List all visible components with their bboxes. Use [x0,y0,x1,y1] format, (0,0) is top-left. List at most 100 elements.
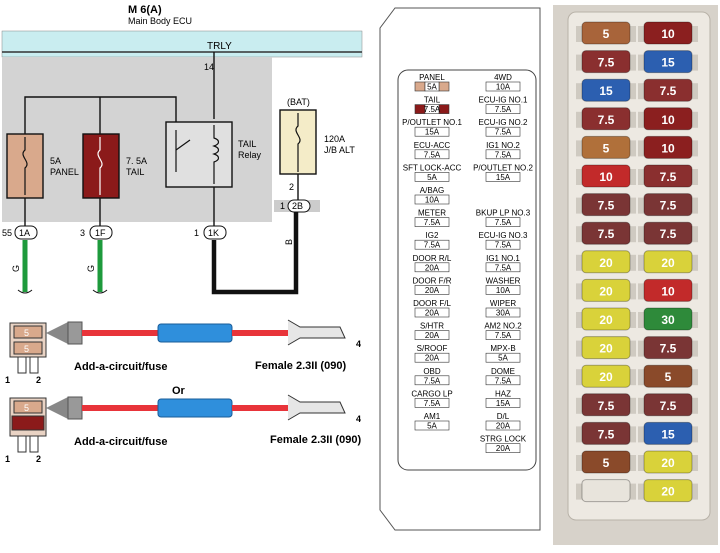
aac1-fuse-top: 5 [24,328,29,338]
photo-fuse [581,21,631,45]
fuse-name-right: DOME [491,367,515,376]
photo-fuse [643,193,693,217]
fuse-amp-left: 20A [425,309,440,318]
fuse-amp-right: 20A [496,422,511,431]
relay-pin-num: 1 [194,228,199,238]
fuse-slot-right [485,330,521,340]
fuse-amp-left: 7.5A [424,150,441,159]
fuse-amp-left: 5A [427,422,437,431]
fuse-slot-left [414,149,450,160]
photo-fuse [643,50,693,74]
fuse-amp-right: 7.5A [495,241,512,250]
fuse-name-left: AM1 [424,412,441,421]
fuse-name-left: S/HTR [420,322,444,331]
photo-fuse [643,278,693,302]
fuse-name-left: IG2 [426,231,439,240]
fuse-name-left: TAIL [424,96,441,105]
wiring-schematic: M 6(A) Main Body ECU TRLY 14 5A PANEL 1A… [1,4,363,295]
tail-relay: TAIL Relay [165,121,262,188]
bat-name: J/B ALT [324,145,355,155]
fuse-name-right: BKUP LP NO.3 [476,209,531,218]
fuse-name-right: AM2 NO.2 [484,322,522,331]
photo-fuse-label: 20 [599,284,613,298]
fuse-highlight-right-panel [438,81,450,92]
photo-fuse-label: 7.5 [660,342,677,356]
fuse-name-left: P/OUTLET NO.1 [402,118,462,127]
photo-fuse [643,393,693,417]
fuse-name-left: DOOR F/R [412,276,451,285]
bat-pin-num: 1 [280,201,285,211]
photo-fuse-label: 15 [661,56,675,70]
fuse-slot-right [485,375,521,386]
fuse-amp-right: 30A [496,309,511,318]
aac2-pin-4: 4 [356,414,361,424]
photo-fuse [643,479,693,503]
fuse-name-right: WIPER [490,299,516,308]
photo-fuse [643,250,693,274]
fuse-name-left: CARGO LP [411,389,452,398]
photo-fuse-label: 20 [599,370,613,384]
photo-fuse [581,135,631,159]
fuse-slot-right [485,104,521,114]
photo-fuse-label: 7.5 [660,399,677,413]
photo-fuse-label: 7.5 [598,227,615,241]
relay-label-2: Relay [238,150,262,160]
fuse-name-right: STRG LOCK [480,435,527,444]
aac1-fuse-bottom: 5 [24,344,29,354]
aac1-label: Add-a-circuit/fuse [74,361,168,373]
fuse-slot-left [414,398,450,408]
relay-label-1: TAIL [238,139,256,149]
fuse-name-left: DOOR F/L [413,299,451,308]
fuse-name-right: ECU-IG NO.3 [479,231,528,240]
fuse-amp-right: 15A [496,399,511,408]
fuse-name-left: METER [418,209,446,218]
photo-fuse-label: 5 [603,456,610,470]
fuse-amp-right: 7.5A [495,331,512,340]
photo-fuse-label: 15 [661,427,675,441]
photo-fuse [581,107,631,131]
fuse-slot-left [414,126,450,137]
photo-fuse [643,21,693,45]
fuse-slot-right [485,285,521,295]
aac1-pin-4: 4 [356,339,361,349]
aac1-pin-2: 2 [36,375,41,385]
photo-fuse [643,364,693,388]
fuse-slot-right [485,126,521,137]
fuse-name-right: WASHER [486,276,521,285]
photo-fuse-label: 7.5 [660,170,677,184]
photo-fuse-label: 20 [661,256,675,270]
photo-fuse-label: 7.5 [660,227,677,241]
photo-fuse-label: 7.5 [598,113,615,127]
bat-wire-color: B [284,239,294,245]
tail-pin-num: 3 [80,228,85,238]
fuse-slot-left [414,330,450,340]
photo-fuse [643,307,693,331]
photo-fuse [581,393,631,417]
fuse-amp-right: 15A [496,173,511,182]
fuse-slot-right [485,149,521,160]
fuse-name-right: MPX-B [490,344,515,353]
fuse-slot-right [485,81,521,92]
trly-label: TRLY [207,41,232,52]
photo-fuse [643,450,693,474]
photo-fuse-label: 7.5 [598,427,615,441]
fuse-slot-left [414,420,450,431]
fuse-amp-left: 7.5A [424,399,441,408]
fuse-slot-left [424,104,440,114]
aac1-pin-1: 1 [5,375,10,385]
fuse-slot-right [485,172,521,182]
aac2-female: Female 2.3II (090) [270,434,361,446]
bat-label: (BAT) [287,97,310,107]
photo-fuse [581,421,631,445]
photo-fuse-label: 20 [599,342,613,356]
fuse-slot-right [485,352,521,363]
fuse-amp-left: 7.5A [424,218,441,227]
add-a-circuit-2: 5 1 2 Add-a-circuit/fuse Female 2.3II (0… [5,394,361,464]
fuse-slot-left [414,375,450,386]
photo-fuse [581,50,631,74]
fuse-name-right: 4WD [494,73,512,82]
bat-fuse: (BAT) 120A J/B ALT [279,97,355,175]
panel-pin-code: 1A [19,228,30,238]
